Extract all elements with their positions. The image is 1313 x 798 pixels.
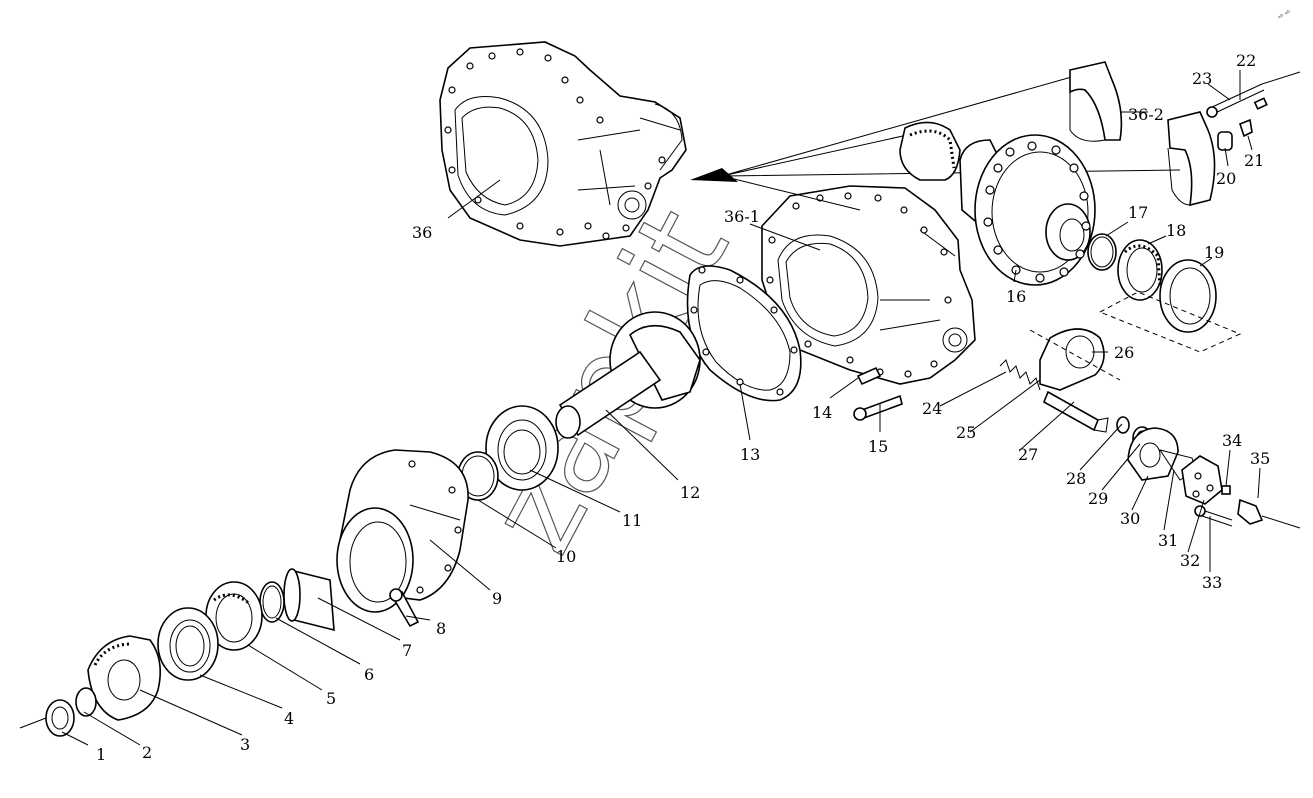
gasket-13 [686, 265, 802, 402]
bolt-8 [389, 588, 420, 628]
callout-6: 6 [364, 665, 374, 684]
callout-9: 9 [492, 589, 502, 608]
callout-18: 18 [1166, 221, 1186, 240]
callout-3: 3 [240, 735, 250, 754]
callout-30: 30 [1120, 509, 1140, 528]
callout-22: 22 [1236, 51, 1256, 70]
shift-shaft-27 [1042, 390, 1109, 433]
housing-36-1 [761, 185, 976, 385]
corner-mark: ᵃᵇ ᵃᵇ [1277, 9, 1293, 23]
lock-ring-19 [1098, 259, 1242, 353]
callout-20: 20 [1216, 169, 1236, 188]
housing-36 [439, 41, 687, 247]
differential-16 [899, 121, 1096, 286]
spring-24 [999, 359, 1041, 391]
callout-33: 33 [1202, 573, 1222, 592]
callout-26: 26 [1114, 343, 1134, 362]
callout-14: 14 [812, 403, 832, 422]
callout-12: 12 [680, 483, 700, 502]
pinion-carrier-9 [336, 449, 469, 613]
callout-15: 15 [868, 437, 888, 456]
pinion-gear-12 [555, 311, 701, 439]
callout-23: 23 [1192, 69, 1212, 88]
o-ring-2 [75, 687, 97, 717]
bearing-11 [485, 405, 559, 491]
callout-34: 34 [1222, 431, 1242, 450]
callout-35: 35 [1250, 449, 1270, 468]
adjusting-nut-18 [1117, 239, 1163, 301]
callout-24: 24 [922, 399, 942, 418]
callout-1: 1 [96, 745, 106, 764]
callout-21: 21 [1244, 151, 1264, 170]
callout-36-2: 36-2 [1128, 105, 1164, 124]
callout-labels: 1 2 3 4 5 6 7 8 9 10 11 12 13 14 15 16 1… [96, 51, 1270, 764]
callout-19: 19 [1204, 243, 1224, 262]
callout-17: 17 [1128, 203, 1148, 222]
callout-32: 32 [1180, 551, 1200, 570]
shift-fork-26 [1029, 328, 1121, 391]
small-parts-28-35 [1116, 416, 1301, 529]
callout-36-1: 36-1 [724, 207, 760, 226]
callout-16: 16 [1006, 287, 1026, 306]
oil-seal-4 [157, 607, 219, 681]
leader-lines [61, 70, 1261, 746]
adjuster-bolt-22-23 [1206, 71, 1301, 151]
bolts-14-15 [853, 366, 903, 421]
callout-2: 2 [142, 743, 152, 762]
callout-5: 5 [326, 689, 336, 708]
callout-29: 29 [1088, 489, 1108, 508]
callout-31: 31 [1158, 531, 1178, 550]
ring-6 [259, 581, 285, 623]
callout-28: 28 [1066, 469, 1086, 488]
callout-7: 7 [402, 641, 412, 660]
callout-13: 13 [740, 445, 760, 464]
bearing-caps-36-2 [1069, 61, 1216, 207]
callout-36: 36 [412, 223, 432, 242]
callout-25: 25 [956, 423, 976, 442]
callout-27: 27 [1018, 445, 1038, 464]
snap-ring-17 [1087, 233, 1117, 271]
bearing-5 [205, 581, 263, 651]
callout-4: 4 [284, 709, 294, 728]
flange-3 [87, 635, 161, 721]
spacer-7 [283, 568, 335, 632]
callout-11: 11 [622, 511, 642, 530]
callout-8: 8 [436, 619, 446, 638]
callout-10: 10 [556, 547, 576, 566]
nut-1 [19, 699, 75, 737]
